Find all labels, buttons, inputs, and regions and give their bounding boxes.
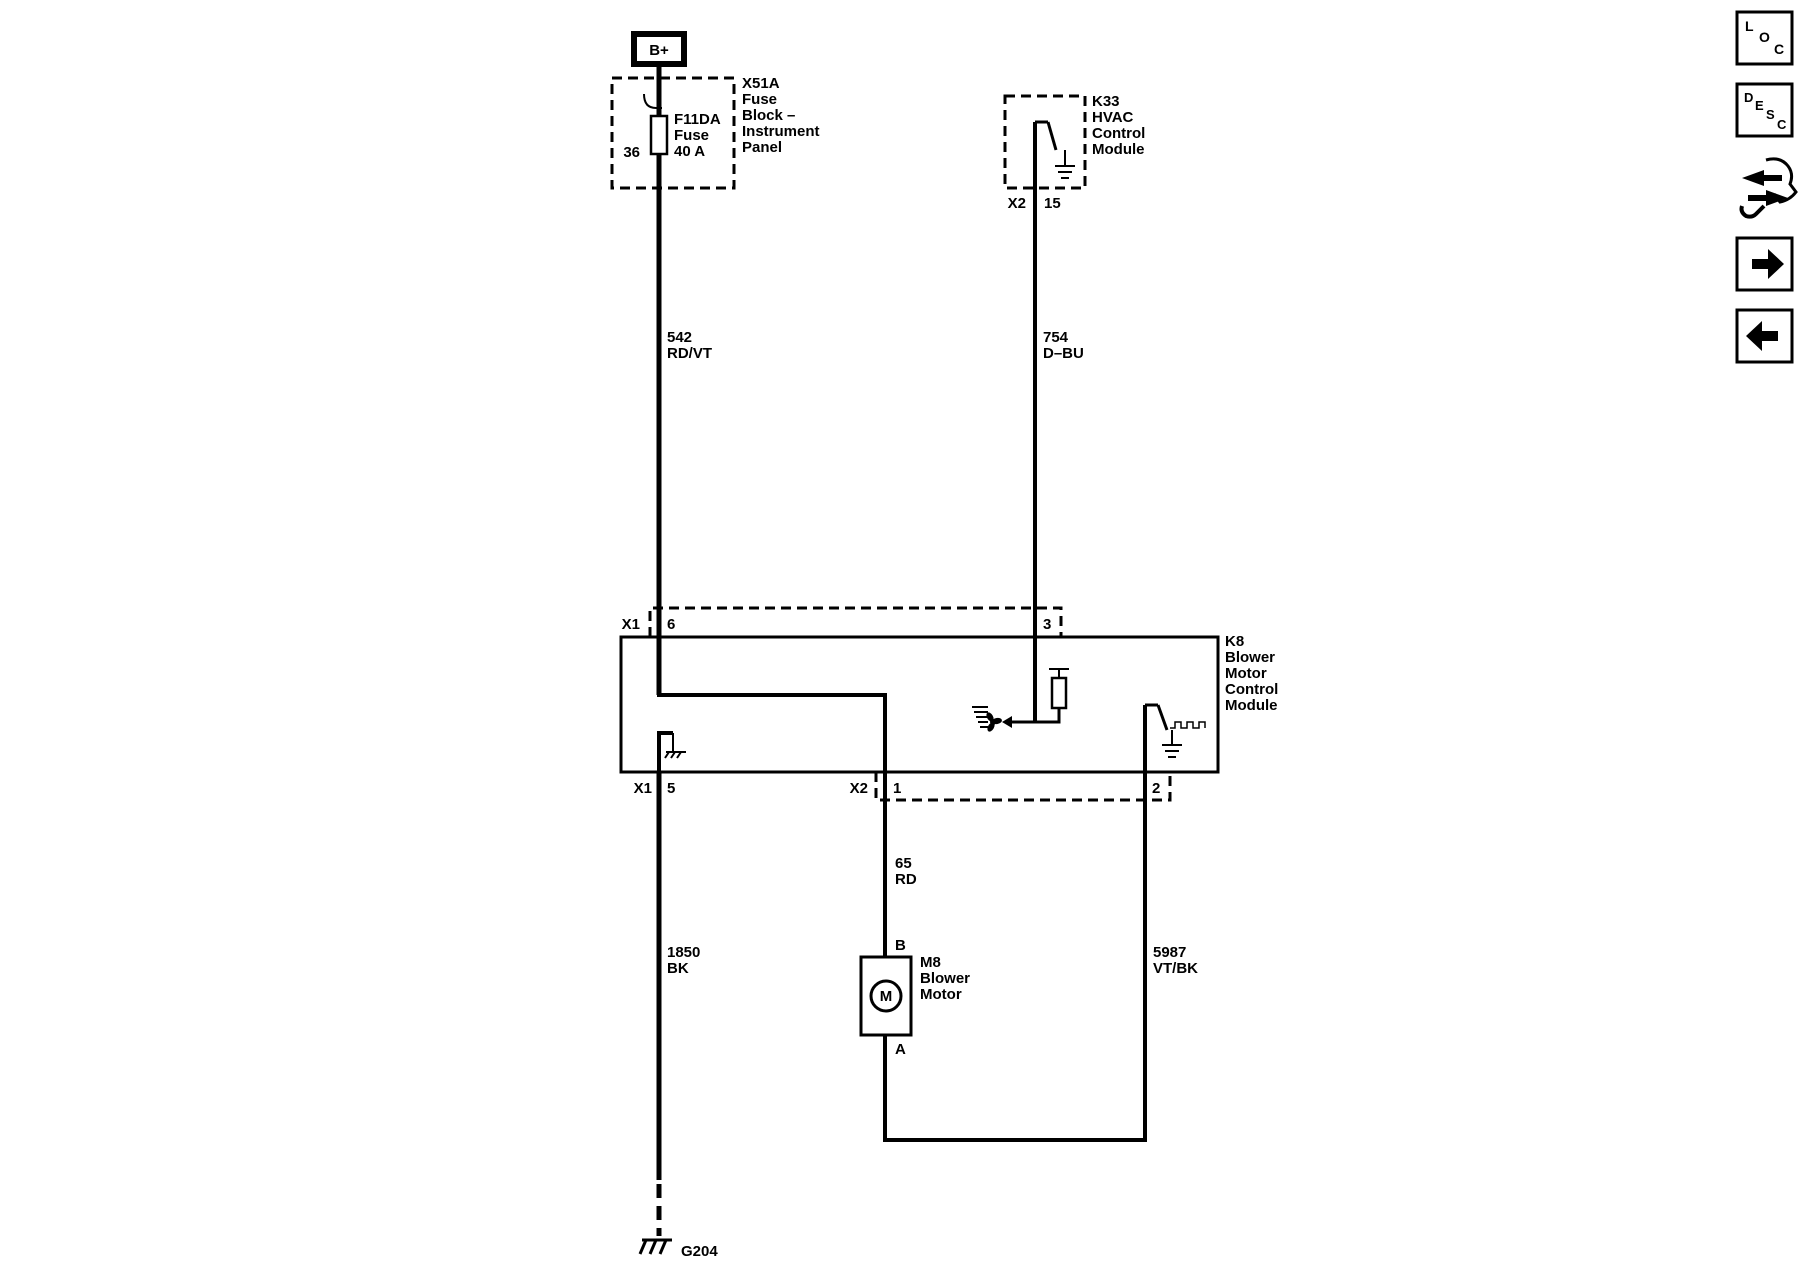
fan-speed-icon: [972, 706, 1002, 732]
connector-pinout-icon[interactable]: [1739, 157, 1798, 219]
hvac-module-id: K33: [1092, 93, 1120, 110]
wire-1850-color: BK: [667, 960, 689, 977]
wire-1850-number: 1850: [667, 944, 700, 961]
wire-65-number: 65: [895, 855, 912, 872]
battery-positive-label: B+: [649, 42, 669, 59]
wire-542-number: 542: [667, 329, 692, 346]
fuse-block-line3: Instrument: [742, 123, 820, 140]
hvac-module-line1: HVAC: [1092, 109, 1134, 126]
wire-5987-number: 5987: [1153, 944, 1186, 961]
fuse-word: Fuse: [674, 127, 709, 144]
motor-id: M8: [920, 954, 941, 971]
k8-x1-pin-3: 3: [1043, 616, 1051, 633]
hvac-module-line3: Module: [1092, 141, 1145, 158]
wire-5987-color: VT/BK: [1153, 960, 1198, 977]
battery-positive-terminal: B+: [631, 31, 687, 67]
k8-x2-pin-1: 1: [893, 780, 901, 797]
k8-x1-top-connector: X1: [622, 616, 640, 633]
k8-x1-pin-5: 5: [667, 780, 675, 797]
fuse-block-line2: Block –: [742, 107, 795, 124]
hvac-control-module-k33: [1003, 94, 1087, 190]
k8-x2-connector: X2: [850, 780, 868, 797]
loc-icon[interactable]: L O C: [1735, 10, 1794, 66]
wire-5987: [883, 772, 1147, 1142]
svg-text:C: C: [1774, 41, 1784, 57]
svg-text:D: D: [1744, 90, 1753, 105]
back-arrow-icon[interactable]: [1735, 308, 1794, 364]
k8-x1-pin-6: 6: [667, 616, 675, 633]
k8-module-line4: Module: [1225, 697, 1278, 714]
motor-pin-a: A: [895, 1041, 906, 1058]
k8-module-id: K8: [1225, 633, 1244, 650]
fuse-rating: 40 A: [674, 143, 705, 160]
svg-text:O: O: [1759, 29, 1770, 45]
fuse-symbol: [649, 114, 669, 156]
k8-x1-bottom-connector: X1: [634, 780, 652, 797]
fuse-block-id: X51A: [742, 75, 780, 92]
fuse-id: F11DA: [674, 111, 721, 128]
wire-542-color: RD/VT: [667, 345, 712, 362]
hvac-connector: X2: [1008, 195, 1026, 212]
k8-module-line3: Control: [1225, 681, 1278, 698]
svg-text:L: L: [1745, 18, 1754, 34]
desc-icon[interactable]: D E S C: [1735, 82, 1794, 138]
motor-symbol: M: [880, 988, 893, 1005]
ground-g204: [638, 1238, 672, 1255]
fuse-block-line4: Panel: [742, 139, 782, 156]
motor-line1: Blower: [920, 970, 970, 987]
fuse-block-x51a: 36 F11DA Fuse 40 A: [610, 76, 736, 190]
wire-754-number: 754: [1043, 329, 1069, 346]
ground-label: G204: [681, 1243, 718, 1260]
hvac-module-line2: Control: [1092, 125, 1145, 142]
k8-x2-pin-2: 2: [1152, 780, 1160, 797]
svg-text:E: E: [1755, 98, 1764, 113]
svg-text:S: S: [1766, 107, 1775, 122]
wire-65-color: RD: [895, 871, 917, 888]
k8-module-line2: Motor: [1225, 665, 1267, 682]
fuse-block-line1: Fuse: [742, 91, 777, 108]
svg-text:C: C: [1777, 117, 1787, 132]
fuse-block-pin: 36: [623, 144, 640, 161]
k8-module-line1: Blower: [1225, 649, 1275, 666]
next-arrow-icon[interactable]: [1735, 236, 1794, 292]
motor-pin-b: B: [895, 937, 906, 954]
wire-754-color: D–BU: [1043, 345, 1084, 362]
motor-line2: Motor: [920, 986, 962, 1003]
blower-motor-m8: M: [859, 955, 913, 1037]
blower-motor-control-module-k8: [619, 606, 1220, 802]
hvac-pin: 15: [1044, 195, 1061, 212]
